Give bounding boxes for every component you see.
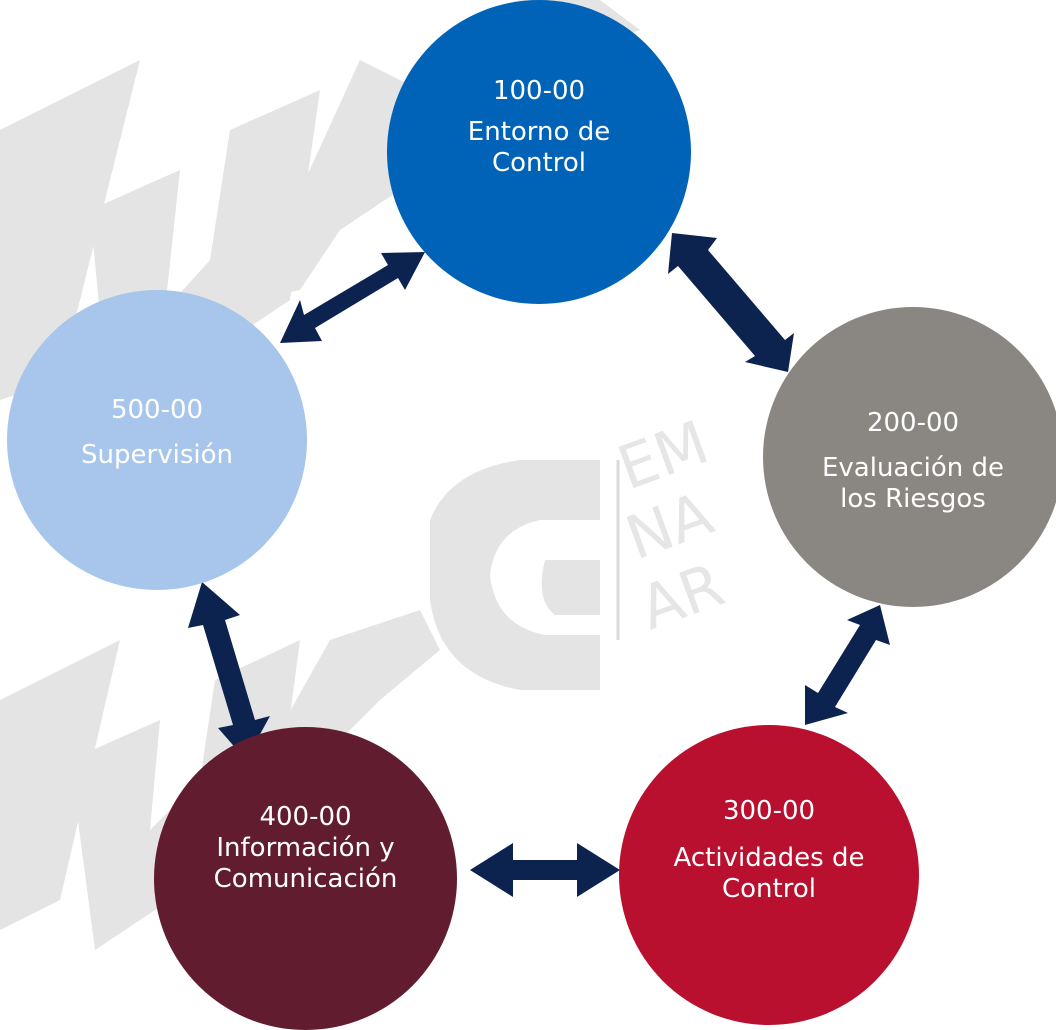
node-200-label: Evaluación de los Riesgos bbox=[821, 452, 1005, 514]
node-500-supervision: 500-00 Supervisión bbox=[7, 290, 307, 590]
node-300-label: Actividades de Control bbox=[673, 842, 865, 904]
node-400-label: Información y Comunicación bbox=[213, 833, 398, 894]
node-500-label: Supervisión bbox=[81, 439, 233, 470]
node-100-code: 100-00 bbox=[492, 75, 586, 106]
node-500-code: 500-00 bbox=[110, 394, 204, 425]
node-100-label: Entorno de Control bbox=[467, 116, 611, 178]
node-200-code: 200-00 bbox=[866, 407, 960, 438]
node-400-informacion-y-comunicacion: 400-00 Información y Comunicación bbox=[154, 727, 457, 1030]
node-100-entorno-de-control: 100-00 Entorno de Control bbox=[387, 0, 691, 304]
node-200-evaluacion-de-los-riesgos: 200-00 Evaluación de los Riesgos bbox=[763, 307, 1056, 607]
node-400-code: 400-00 bbox=[259, 802, 352, 832]
node-300-actividades-de-control: 300-00 Actividades de Control bbox=[619, 725, 919, 1025]
node-300-code: 300-00 bbox=[722, 795, 816, 826]
